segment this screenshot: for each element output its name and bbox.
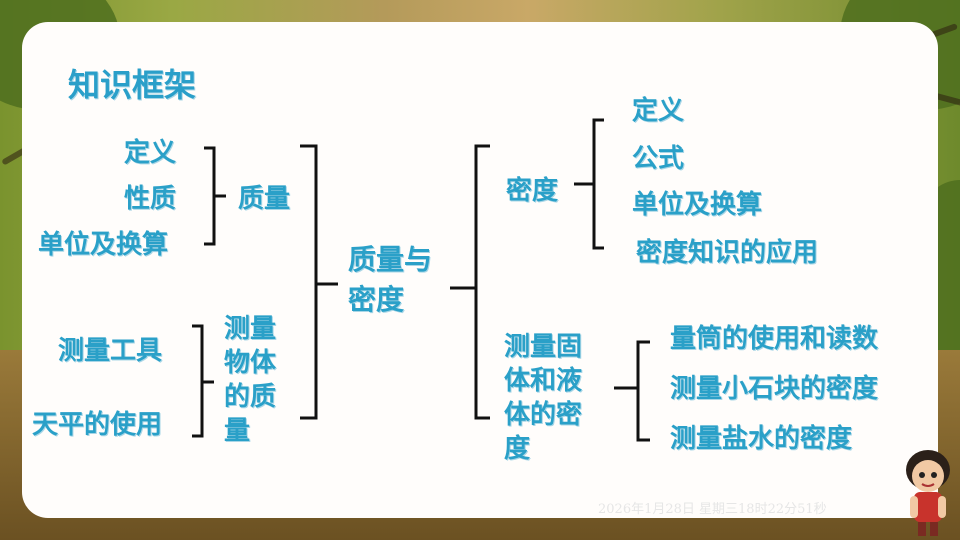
density-definition: 定义 xyxy=(632,96,685,126)
content-card xyxy=(22,22,938,518)
bracket-mass xyxy=(204,146,226,246)
cartoon-character-image xyxy=(906,450,950,536)
stone-density: 测量小石块的密度 xyxy=(670,374,879,404)
timestamp-watermark: 2026年1月28日 星期三18时22分51秒 xyxy=(598,502,827,517)
bracket-center-left xyxy=(300,144,338,420)
measuring-tool: 测量工具 xyxy=(58,336,163,366)
density-label: 密度 xyxy=(506,176,559,206)
bracket-density xyxy=(574,118,604,250)
bracket-center-right xyxy=(450,144,490,420)
measure-density-label: 测量固 体和液 体的密 度 xyxy=(504,332,583,464)
mass-unit-conversion: 单位及换算 xyxy=(38,230,169,260)
density-unit-conversion: 单位及换算 xyxy=(632,190,763,220)
mass-label: 质量 xyxy=(238,184,291,214)
cylinder-usage: 量筒的使用和读数 xyxy=(670,324,879,354)
mass-property: 性质 xyxy=(124,184,177,214)
mass-definition: 定义 xyxy=(124,138,177,168)
balance-usage: 天平的使用 xyxy=(32,410,163,440)
bracket-measure-tools xyxy=(192,324,214,438)
center-topic: 质量与 密度 xyxy=(348,243,433,316)
saltwater-density: 测量盐水的密度 xyxy=(670,424,853,454)
density-application: 密度知识的应用 xyxy=(636,238,819,268)
bracket-measure-density xyxy=(614,340,650,442)
measure-mass-label: 测量 物体 的质 量 xyxy=(224,314,277,446)
page-title: 知识框架 xyxy=(68,66,197,104)
density-formula: 公式 xyxy=(632,144,685,174)
